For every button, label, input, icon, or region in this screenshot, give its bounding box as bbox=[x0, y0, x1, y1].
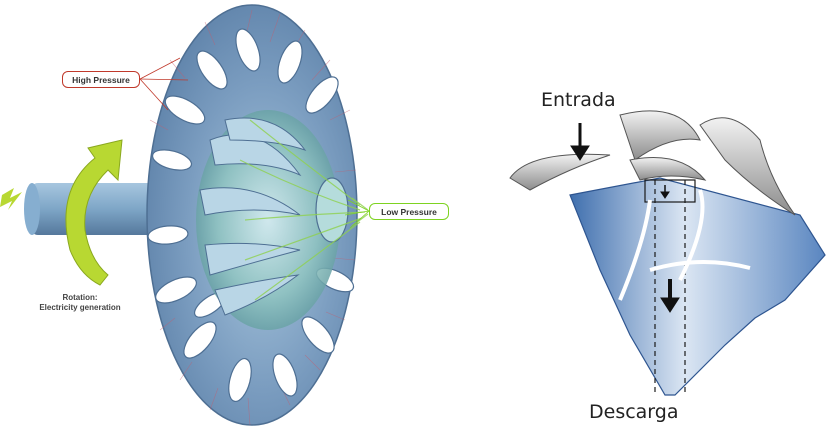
high-pressure-label: High Pressure bbox=[62, 71, 140, 88]
shaft-end bbox=[24, 183, 40, 235]
rotation-label: Rotation: Electricity generation bbox=[20, 293, 140, 313]
outlet-label: Descarga bbox=[589, 401, 679, 423]
cross-section-illustration bbox=[470, 0, 830, 432]
rotation-label-line2: Electricity generation bbox=[20, 303, 140, 313]
inlet-label: Entrada bbox=[541, 89, 616, 111]
rotation-label-line1: Rotation: bbox=[20, 293, 140, 303]
low-pressure-label: Low Pressure bbox=[369, 203, 449, 220]
energy-bolt-icon bbox=[0, 188, 22, 210]
impeller-body bbox=[570, 178, 825, 395]
